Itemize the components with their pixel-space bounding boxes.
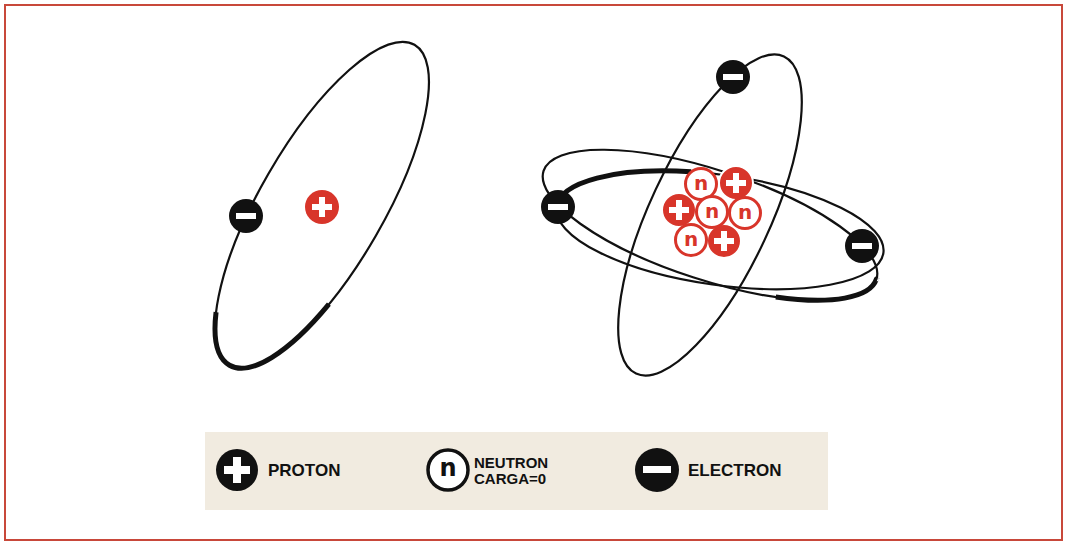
proton-symbol xyxy=(707,224,741,258)
orbit xyxy=(582,31,839,399)
hydrogen-atom xyxy=(176,14,468,396)
electron-symbol xyxy=(845,229,879,263)
neutron-circle: n xyxy=(728,196,762,230)
neutron-letter: n xyxy=(684,229,698,249)
proton-symbol xyxy=(719,166,753,200)
electron-sample xyxy=(635,448,679,492)
proton-symbol xyxy=(305,190,339,224)
plus-sign xyxy=(233,457,241,483)
minus-sign xyxy=(723,74,743,80)
minus-sign xyxy=(548,204,568,210)
legend-text: NEUTRON CARGA=0 xyxy=(474,455,574,487)
electron-symbol xyxy=(541,190,575,224)
orbit-trail xyxy=(527,119,894,332)
minus-sign xyxy=(643,466,671,473)
neutron-sample-letter: n xyxy=(439,456,456,480)
lithium-atom xyxy=(527,31,894,399)
orbit xyxy=(549,153,891,308)
plus-sign xyxy=(676,200,682,220)
orbit-trail xyxy=(549,153,891,308)
orbit-trail xyxy=(176,14,468,396)
neutron-sample xyxy=(428,450,468,490)
minus-sign xyxy=(852,243,872,249)
neutron-letter: n xyxy=(694,173,708,193)
legend-text: PROTON xyxy=(268,462,340,481)
neutron-letter: n xyxy=(705,201,719,221)
neutron-circle: n xyxy=(674,223,708,257)
plus-sign xyxy=(319,197,325,217)
plus-sign xyxy=(733,173,739,193)
electron-symbol xyxy=(229,199,263,233)
orbit xyxy=(527,119,894,332)
frame xyxy=(5,5,1062,540)
plus-sign xyxy=(721,231,727,251)
neutron-letter: n xyxy=(738,202,752,222)
legend-text: ELECTRON xyxy=(688,462,782,481)
electron-symbol xyxy=(716,60,750,94)
orbit xyxy=(176,14,468,396)
neutron-circle: n xyxy=(695,195,729,229)
legend-band xyxy=(205,432,828,510)
proton-sample xyxy=(216,449,258,491)
minus-sign xyxy=(236,213,256,219)
